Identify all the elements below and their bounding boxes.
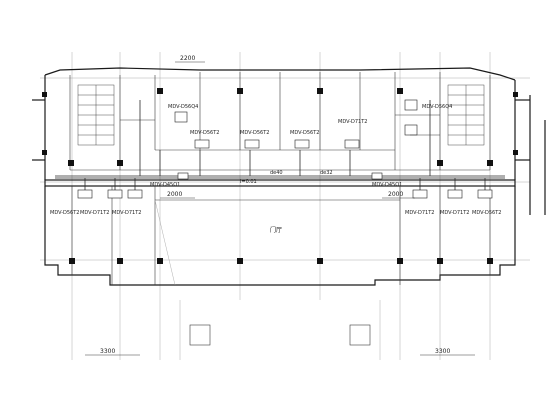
unit-label-bl2: MDV-D71T2 bbox=[80, 210, 109, 216]
axis-grid bbox=[40, 52, 530, 360]
unit-label-bl1: MDV-D56T2 bbox=[50, 210, 79, 216]
dim-mid-left: 2000 bbox=[167, 191, 182, 198]
pipe-label-3: i=0.01 bbox=[240, 179, 257, 185]
entrance-doors bbox=[179, 300, 381, 360]
interior-walls-top bbox=[69, 72, 491, 171]
building-outline bbox=[32, 67, 546, 286]
stair-left bbox=[77, 84, 115, 146]
unit-label-br3: MDV-D56T2 bbox=[472, 210, 501, 216]
pipe-label-2: de32 bbox=[320, 170, 333, 176]
dim-right: 2000 bbox=[388, 191, 403, 198]
unit-label-br2: MDV-D71T2 bbox=[440, 210, 469, 216]
room-label-hall: 门厅 bbox=[270, 226, 282, 234]
dim-bottom-left: 3300 bbox=[100, 348, 115, 355]
unit-label-top-mid: MDV-D56T2 bbox=[190, 130, 219, 136]
interior-walls-bottom bbox=[71, 186, 491, 286]
unit-label-bl3: MDV-D71T2 bbox=[112, 210, 141, 216]
indoor-units bbox=[77, 99, 493, 199]
annotations: 2200 2000 2000 3300 3300 MDV-D56Q4 MDV-D… bbox=[50, 55, 501, 355]
dim-bottom-right: 3300 bbox=[435, 348, 450, 355]
structural-columns bbox=[42, 88, 518, 264]
unit-label-top-mid2: MDV-D56T2 bbox=[240, 130, 269, 136]
unit-label-corridor-left: MDV-D45Q1 bbox=[150, 182, 180, 188]
unit-label-left: MDV-D56Q4 bbox=[168, 104, 198, 110]
unit-label-right: MDV-D56Q4 bbox=[422, 104, 452, 110]
dimension-lines bbox=[85, 61, 475, 356]
unit-label-top-mid3: MDV-D56T2 bbox=[290, 130, 319, 136]
unit-label-corridor-right: MDV-D45Q1 bbox=[372, 182, 402, 188]
unit-label-br1: MDV-D71T2 bbox=[405, 210, 434, 216]
dim-top: 2200 bbox=[180, 55, 195, 62]
stair-right bbox=[447, 84, 485, 146]
pipe-label-1: de40 bbox=[270, 170, 283, 176]
unit-label-top-right: MDV-D71T2 bbox=[338, 119, 367, 125]
